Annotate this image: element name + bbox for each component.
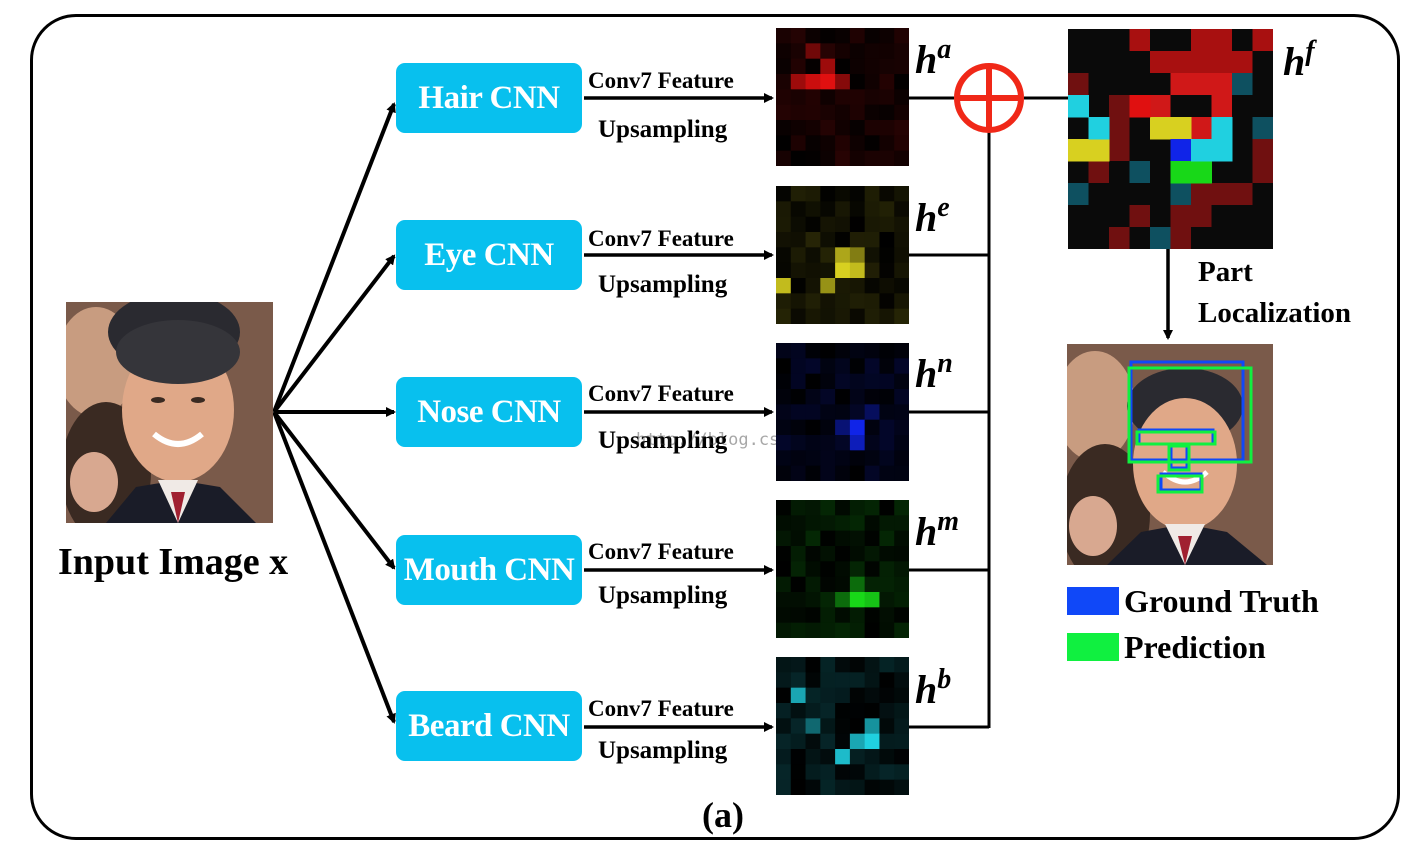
mouth-feature-map — [776, 500, 909, 638]
nose-ups-label: Upsampling — [598, 427, 728, 454]
arrow-to-mouth-cnn — [272, 410, 396, 570]
part-label: Part — [1198, 256, 1253, 288]
nose-cnn-box: Nose CNN — [396, 377, 582, 447]
nose-feature-map — [776, 343, 909, 481]
h-e-label: he — [915, 192, 950, 240]
beard-feature-map — [776, 657, 909, 795]
beard-cnn-box: Beard CNN — [396, 691, 582, 761]
nose-conv-label: Conv7 Feature — [588, 381, 734, 406]
h-f-label: hf — [1283, 36, 1315, 84]
input-image-label: Input Image x — [58, 541, 289, 583]
localization-label: Localization — [1198, 297, 1352, 329]
mouth-conv-label: Conv7 Feature — [588, 539, 734, 564]
prediction-swatch — [1067, 633, 1119, 661]
figure-caption: (a) — [702, 795, 744, 835]
eye-conv-label: Conv7 Feature — [588, 226, 734, 251]
hair-feature-map — [776, 28, 909, 166]
diagram-frame — [30, 14, 1400, 840]
h-b-label: hb — [915, 664, 952, 712]
hair-ups-label: Upsampling — [598, 116, 728, 143]
eye-ups-label: Upsampling — [598, 271, 728, 298]
h-n-label: hn — [915, 348, 953, 396]
ground-truth-label: Ground Truth — [1124, 583, 1319, 619]
mouth-ups-label: Upsampling — [598, 582, 728, 609]
output-face-image — [1067, 344, 1273, 565]
arrow-to-eye-cnn — [272, 254, 396, 414]
fused-feature-map — [1068, 29, 1273, 249]
h-m-label: hm — [915, 506, 960, 554]
ground-truth-swatch — [1067, 587, 1119, 615]
eye-feature-map — [776, 186, 909, 324]
arrow-to-beard-cnn — [272, 411, 396, 724]
mouth-cnn-box: Mouth CNN — [396, 535, 582, 605]
hair-conv-label: Conv7 Feature — [588, 68, 734, 93]
beard-conv-label: Conv7 Feature — [588, 696, 734, 721]
sum-operator-icon — [954, 63, 1024, 133]
hair-cnn-box: Hair CNN — [396, 63, 582, 133]
h-a-label: ha — [915, 34, 952, 82]
arrow-to-hair-cnn — [272, 102, 396, 413]
input-face-image — [66, 302, 273, 523]
eye-cnn-box: Eye CNN — [396, 220, 582, 290]
prediction-label: Prediction — [1124, 629, 1266, 665]
beard-ups-label: Upsampling — [598, 737, 728, 764]
